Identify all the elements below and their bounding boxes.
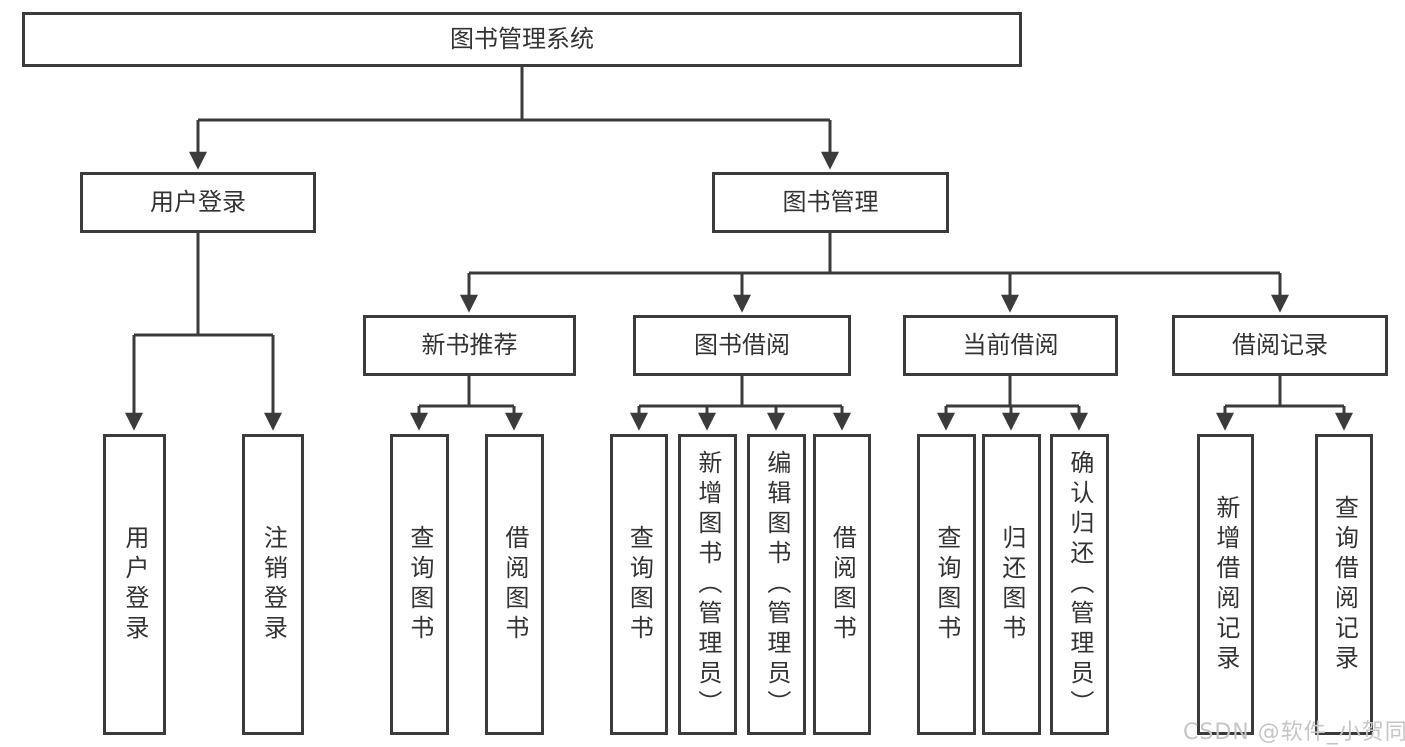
leaf-add-borrow-record: 新增借阅记录	[1197, 434, 1254, 735]
leaf-confirm-return-admin: 确认归还（管理员）	[1050, 434, 1109, 735]
node-label: 图书管理系统	[450, 25, 594, 54]
node-label: 确认归还（管理员）	[1065, 449, 1094, 720]
node-label: 查询图书	[405, 524, 434, 645]
node-label: 借阅图书	[828, 524, 857, 645]
leaf-borrow-books-1: 借阅图书	[485, 434, 544, 735]
node-user-login: 用户登录	[80, 172, 316, 233]
csdn-watermark: CSDN @软件_小贺同学	[1183, 720, 1405, 745]
leaf-return-books: 归还图书	[982, 434, 1041, 735]
node-label: 图书管理	[782, 188, 879, 217]
leaf-query-books-2: 查询图书	[610, 434, 668, 735]
leaf-user-login: 用户登录	[103, 434, 166, 735]
leaf-query-borrow-record: 查询借阅记录	[1315, 434, 1373, 735]
node-label: 当前借阅	[962, 331, 1059, 360]
leaf-edit-books-admin: 编辑图书（管理员）	[747, 434, 806, 735]
node-label: 用户登录	[150, 188, 246, 217]
node-root-system: 图书管理系统	[22, 12, 1022, 67]
node-label: 查询图书	[932, 524, 961, 645]
node-label: 编辑图书（管理员）	[762, 449, 791, 720]
node-label: 查询图书	[625, 524, 654, 645]
node-label: 借阅图书	[500, 524, 529, 645]
node-label: 注销登录	[259, 524, 288, 645]
node-label: 借阅记录	[1232, 331, 1328, 360]
leaf-add-books-admin: 新增图书（管理员）	[678, 434, 737, 735]
node-label: 新增图书（管理员）	[693, 449, 722, 720]
node-label: 图书借阅	[694, 331, 790, 360]
leaf-logout: 注销登录	[242, 434, 304, 735]
leaf-query-books-1: 查询图书	[390, 434, 449, 735]
node-label: 归还图书	[997, 524, 1026, 645]
node-book-borrowing: 图书借阅	[633, 315, 851, 376]
leaf-borrow-books-2: 借阅图书	[813, 434, 871, 735]
leaf-query-books-3: 查询图书	[917, 434, 976, 735]
node-label: 新增借阅记录	[1211, 494, 1240, 675]
node-current-borrowing: 当前借阅	[903, 315, 1118, 376]
node-label: 新书推荐	[421, 331, 518, 360]
node-new-book-recommend: 新书推荐	[363, 315, 576, 376]
node-borrow-records: 借阅记录	[1172, 315, 1388, 376]
node-label: 用户登录	[120, 524, 149, 645]
node-label: 查询借阅记录	[1330, 494, 1359, 675]
node-book-management: 图书管理	[712, 172, 949, 233]
